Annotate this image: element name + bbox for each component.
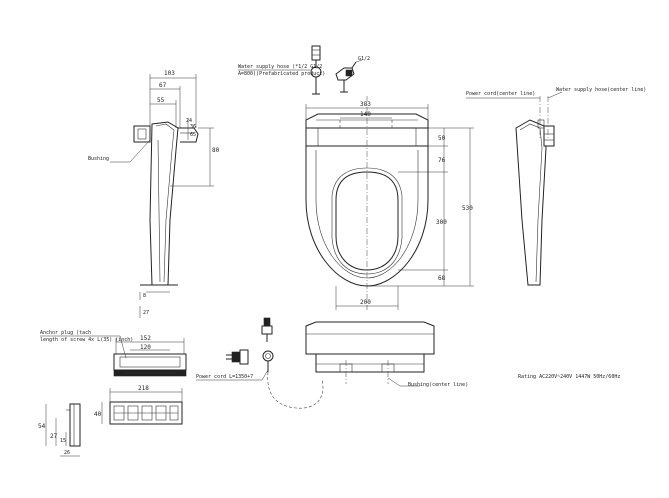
- rating-text: Rating AC220V~240V 1447W 50Hz/60Hz: [518, 374, 620, 380]
- side-view: 103 67 55 36 65 24 80 8 27 Bushing: [88, 70, 220, 318]
- panel-dim-152: 152: [140, 335, 151, 342]
- side-dim-103: 103: [164, 70, 175, 77]
- front-view: 383 140 200 50 76 300 530 68: [305, 96, 474, 310]
- power-cord-parts: Power cord L=1350+7: [196, 317, 324, 409]
- top-view: Bushing(center line): [305, 321, 468, 388]
- front-dim-200: 200: [360, 299, 371, 306]
- side-dim-24: 24: [186, 118, 192, 124]
- front-dim-76: 76: [438, 157, 446, 164]
- front-dim-300: 300: [436, 219, 447, 226]
- side-dim-55: 55: [157, 97, 165, 104]
- anchor-plug-label-1: Anchor plug (tach: [40, 330, 91, 336]
- rear-view: Power cord(center line) Water supply hos…: [466, 87, 646, 286]
- side-bushing-label: Bushing: [88, 156, 109, 162]
- front-dim-530: 530: [462, 205, 473, 212]
- power-cord-label: Power cord L=1350+7: [196, 374, 253, 380]
- anchor-plug-label-2: length of screw 4x L(35) (inch): [40, 337, 133, 343]
- supply-hose-label-1: Water supply hose (*1/2 G1/2: [238, 64, 322, 70]
- panel-dim-218: 218: [138, 385, 149, 392]
- front-dim-140: 140: [360, 111, 371, 118]
- side-dim-67: 67: [159, 82, 167, 89]
- water-supply-parts: Water supply hose (*1/2 G1/2 A=800)(Pref…: [238, 45, 370, 95]
- rear-water-hose-label: Water supply hose(center line): [556, 87, 646, 93]
- panel-dim-40: 40: [94, 411, 102, 418]
- side-dim-27: 27: [143, 310, 149, 316]
- front-dim-50: 50: [438, 135, 446, 142]
- supply-g12-label: G1/2: [358, 56, 370, 62]
- side-dim-80: 80: [212, 147, 220, 154]
- side-dim-8: 8: [143, 293, 146, 299]
- panel-dim-120: 120: [140, 344, 151, 351]
- top-bushing-label: Bushing(center line): [408, 382, 468, 388]
- front-dim-68: 68: [438, 275, 446, 282]
- panel-dim-15: 15: [60, 438, 66, 444]
- panel-dim-26: 26: [64, 450, 70, 456]
- side-dim-65: 65: [190, 132, 196, 138]
- side-dim-36: 36: [190, 124, 196, 130]
- rear-power-cord-label: Power cord(center line): [466, 91, 535, 97]
- remote-panel-views: 152 120 Anchor plug (tach length of scre…: [38, 330, 187, 457]
- supply-hose-label-2: A=800)(Prefabricated product): [238, 71, 325, 77]
- front-dim-383: 383: [360, 101, 371, 108]
- panel-dim-27: 27: [50, 433, 58, 440]
- panel-dim-54: 54: [38, 423, 46, 430]
